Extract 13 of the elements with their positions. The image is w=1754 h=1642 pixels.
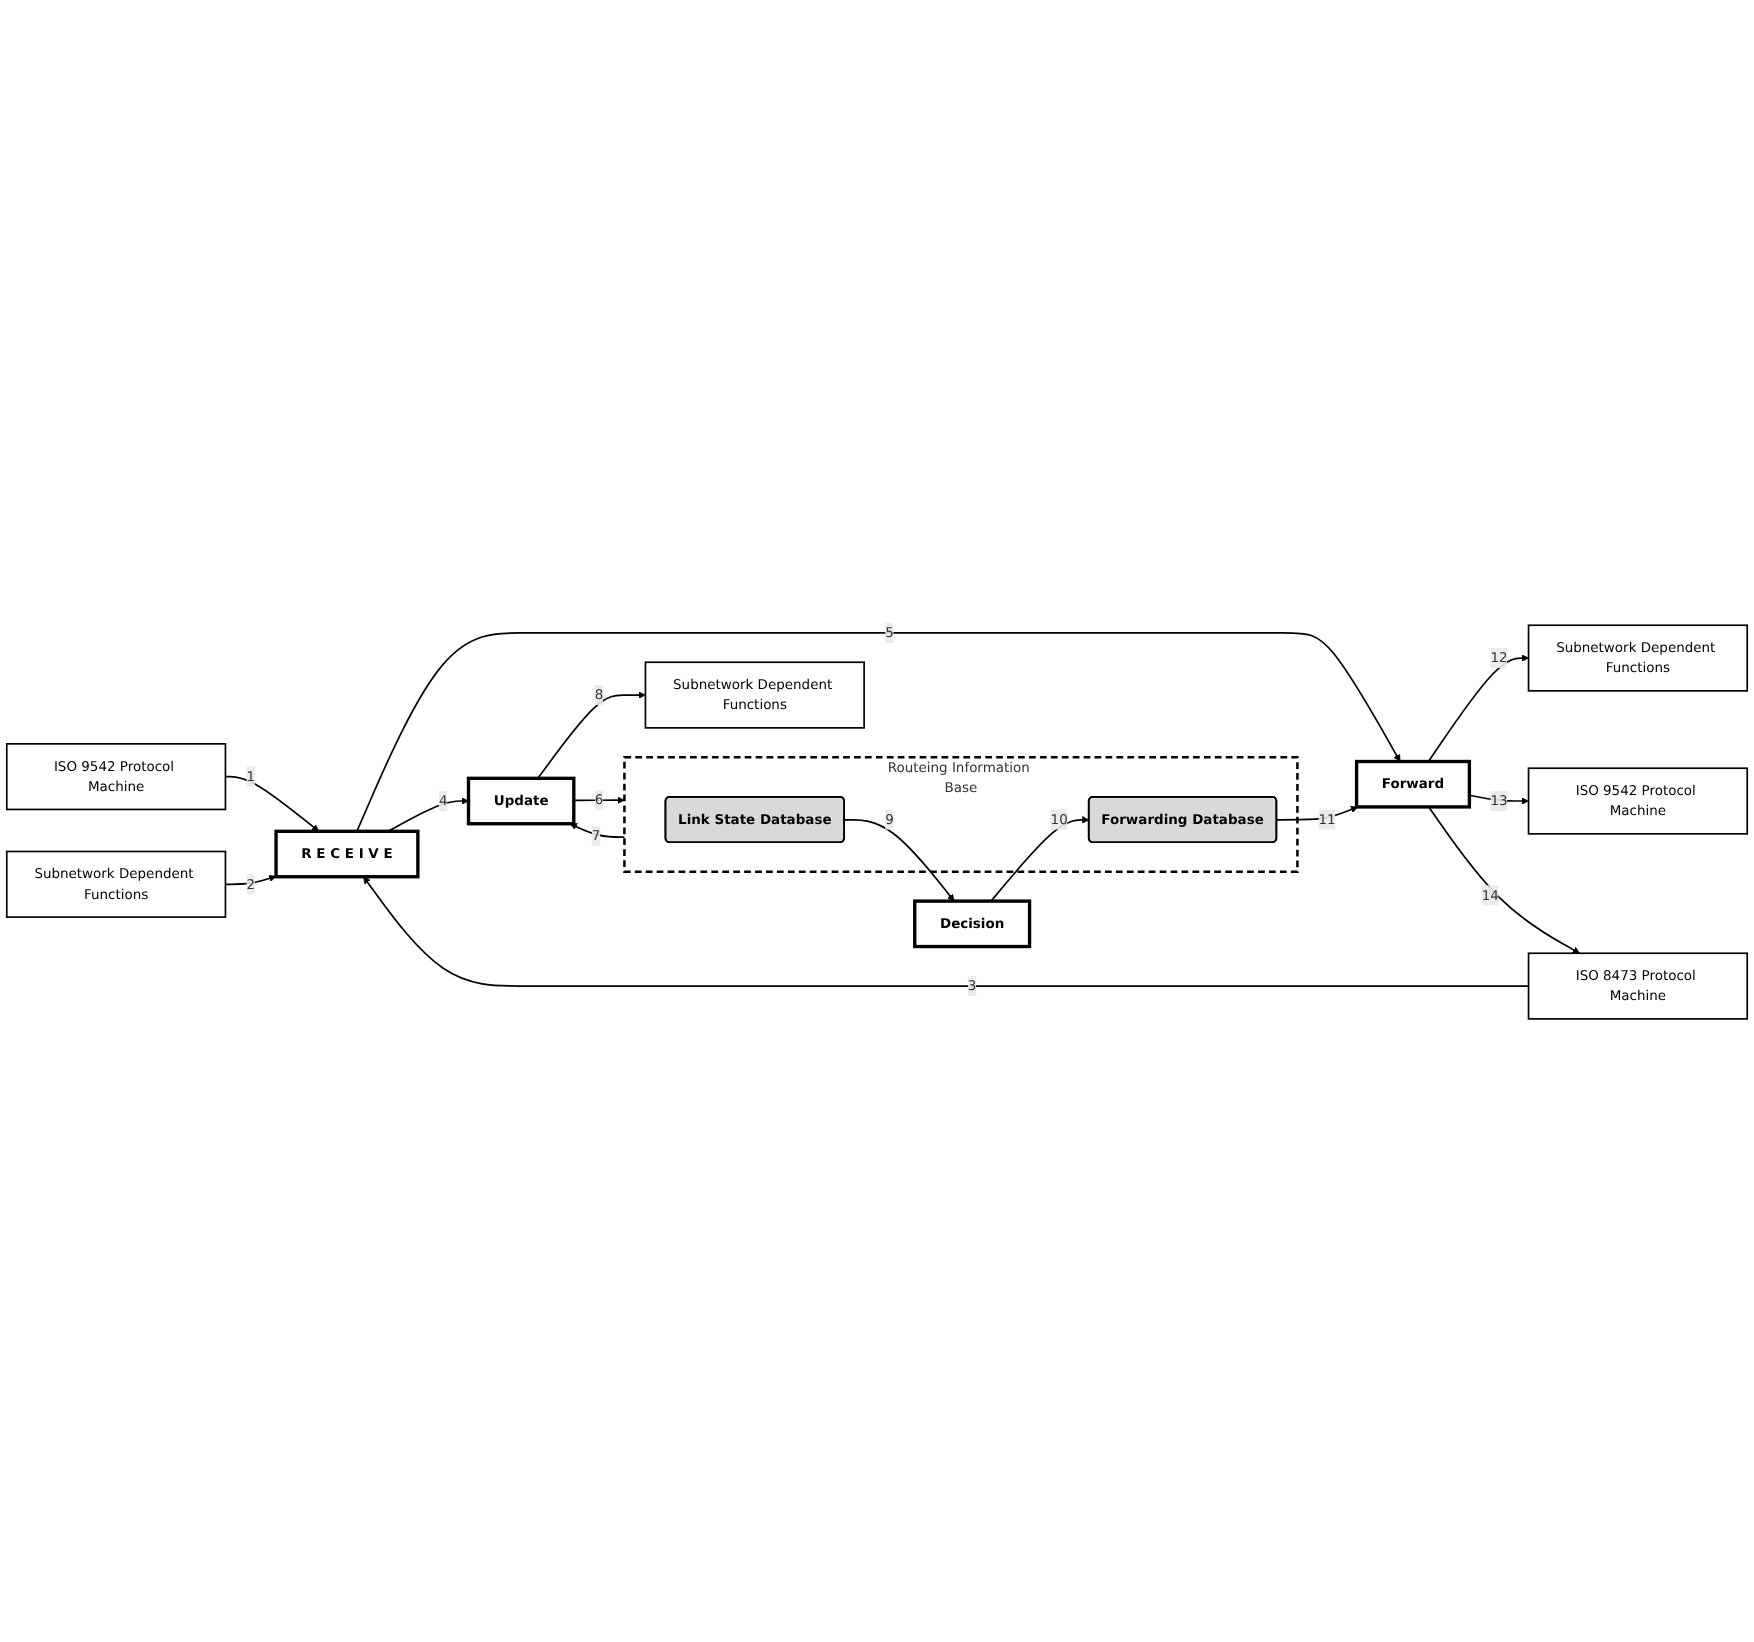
arrow bbox=[990, 816, 1090, 903]
arrow bbox=[1427, 654, 1529, 763]
arrow bbox=[572, 796, 625, 805]
arrow bbox=[356, 632, 1401, 833]
arrow bbox=[843, 819, 955, 902]
arrow bbox=[224, 776, 320, 832]
arrow bbox=[569, 823, 626, 839]
arrow bbox=[224, 875, 277, 886]
arrow bbox=[387, 797, 469, 833]
arrow bbox=[363, 876, 1530, 988]
arrow bbox=[1427, 806, 1580, 954]
arrow bbox=[537, 691, 646, 780]
arrow bbox=[1276, 806, 1359, 821]
